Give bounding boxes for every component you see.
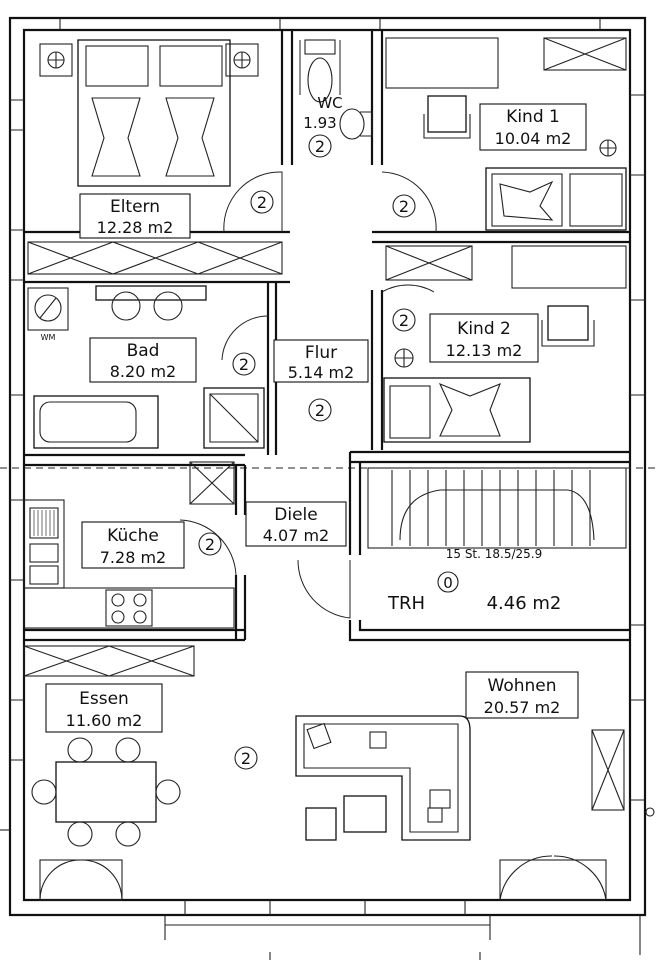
room-area-kind2: 12.13 m2 bbox=[446, 341, 523, 360]
floor-marker: 2 bbox=[392, 194, 416, 218]
floor-marker: 2 bbox=[250, 190, 274, 214]
kind2-furniture bbox=[383, 245, 627, 443]
room-name-kind2: Kind 2 bbox=[457, 319, 511, 339]
terrace-doors bbox=[39, 855, 607, 901]
room-labels: Eltern 12.28 m2 WC 1.93 Kind 1 10.04 m2 … bbox=[41, 94, 587, 733]
room-name-kueche: Küche bbox=[107, 526, 159, 546]
exterior-walls bbox=[0, 16, 656, 960]
svg-text:2: 2 bbox=[315, 137, 325, 156]
floor-marker: 2 bbox=[232, 352, 256, 376]
room-area-essen: 11.60 m2 bbox=[66, 711, 143, 730]
furniture bbox=[23, 37, 627, 901]
room-area-diele: 4.07 m2 bbox=[263, 526, 329, 545]
svg-text:2: 2 bbox=[257, 193, 267, 212]
floor-markers: 2 2 2 2 2 2 2 2 bbox=[198, 134, 416, 770]
staircase bbox=[367, 467, 627, 549]
toilet bbox=[304, 39, 373, 140]
svg-text:2: 2 bbox=[399, 197, 409, 216]
room-area-wohnen: 20.57 m2 bbox=[484, 698, 561, 717]
room-name-wohnen: Wohnen bbox=[488, 676, 557, 696]
doors bbox=[179, 40, 437, 619]
bath-fixtures bbox=[27, 285, 265, 449]
stair-note: 15 St. 18.5/25.9 bbox=[446, 547, 543, 561]
svg-text:2: 2 bbox=[205, 535, 215, 554]
room-name-diele: Diele bbox=[274, 505, 317, 525]
sofa bbox=[295, 715, 625, 841]
room-name-eltern: Eltern bbox=[110, 197, 160, 217]
floor-marker: 2 bbox=[198, 532, 222, 556]
room-name-essen: Essen bbox=[79, 689, 129, 709]
wardrobe-eltern bbox=[27, 241, 283, 275]
wm-label: WM bbox=[41, 333, 56, 342]
room-name-trh: TRH bbox=[387, 593, 425, 614]
floor-marker: 2 bbox=[308, 398, 332, 422]
double-bed bbox=[39, 39, 259, 187]
kitchen-fixtures bbox=[23, 461, 235, 677]
room-area-kind1: 10.04 m2 bbox=[495, 129, 572, 148]
room-area-trh: 4.46 m2 bbox=[487, 593, 562, 614]
floor-marker: 2 bbox=[392, 308, 416, 332]
dining-table bbox=[31, 737, 181, 847]
floor-marker: 2 bbox=[308, 134, 332, 158]
floor-marker: 2 bbox=[234, 746, 258, 770]
room-name-kind1: Kind 1 bbox=[506, 107, 560, 127]
svg-text:2: 2 bbox=[239, 355, 249, 374]
kind1-furniture bbox=[385, 37, 627, 231]
room-name-flur: Flur bbox=[305, 343, 337, 363]
svg-text:2: 2 bbox=[315, 401, 325, 420]
svg-text:2: 2 bbox=[399, 311, 409, 330]
room-name-bad: Bad bbox=[127, 341, 160, 361]
room-area-wc: 1.93 bbox=[303, 114, 336, 132]
svg-text:2: 2 bbox=[241, 749, 251, 768]
room-area-kueche: 7.28 m2 bbox=[100, 548, 166, 567]
room-area-flur: 5.14 m2 bbox=[288, 363, 354, 382]
room-area-bad: 8.20 m2 bbox=[110, 362, 176, 381]
room-name-wc: WC bbox=[317, 94, 342, 112]
stair-marker: 0 bbox=[443, 574, 453, 592]
room-area-eltern: 12.28 m2 bbox=[97, 218, 174, 237]
